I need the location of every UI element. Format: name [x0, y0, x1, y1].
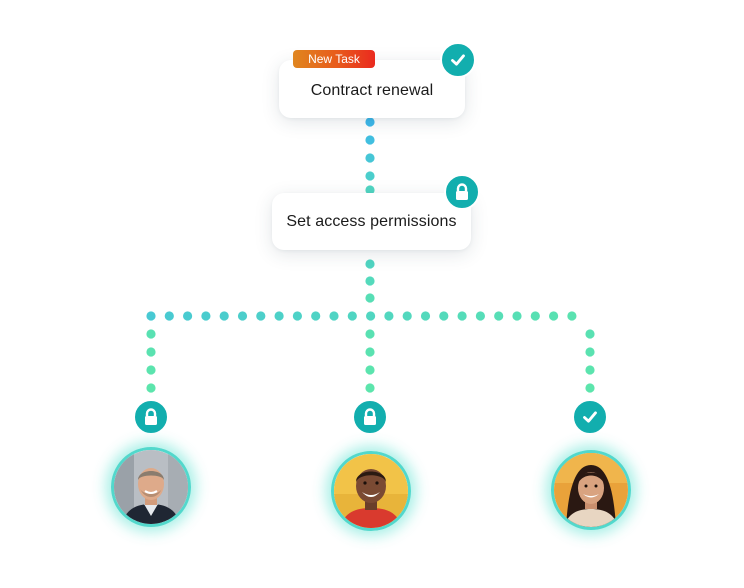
connector-dot	[292, 311, 302, 321]
connector-dot	[164, 311, 174, 321]
connector-dot	[457, 311, 467, 321]
connector-dot	[585, 347, 595, 357]
connector-dot	[365, 185, 375, 195]
step-card-set-access-permissions[interactable]: Set access permissions	[272, 193, 471, 250]
connector-dot	[146, 347, 156, 357]
connector-dot	[183, 311, 193, 321]
connector-dot	[274, 311, 284, 321]
connector-dot	[329, 311, 339, 321]
connector-dot	[201, 311, 211, 321]
connector-dot	[365, 365, 375, 375]
connector-dot	[567, 311, 577, 321]
connector-dot	[219, 311, 229, 321]
connector-dot	[420, 311, 431, 321]
new-task-tag: New Task	[293, 50, 375, 68]
connector-dot	[585, 329, 595, 339]
connector-dot	[365, 117, 375, 127]
connector-dot	[384, 311, 394, 321]
connector-dot	[530, 311, 540, 321]
step-title: Set access permissions	[286, 212, 457, 230]
connector-dot	[311, 311, 321, 321]
connector-dot	[439, 311, 449, 321]
connector-dot	[146, 365, 156, 375]
lock-icon	[444, 174, 480, 210]
lock-icon	[133, 399, 169, 435]
connector-dot	[237, 311, 248, 321]
connector-dot	[366, 311, 376, 321]
connector-dot	[365, 293, 375, 303]
connector-dot	[365, 153, 375, 163]
connector-dot	[347, 311, 357, 321]
connector-dot	[512, 311, 522, 321]
connector-dot	[585, 383, 595, 393]
avatar-assignee-1[interactable]	[111, 447, 191, 527]
connector-dot	[146, 329, 156, 339]
connector-dot	[365, 259, 375, 269]
connector-dot	[365, 383, 375, 393]
connector-dot	[365, 276, 375, 286]
connector-dot	[365, 329, 375, 339]
check-icon	[440, 42, 476, 78]
connector-dot	[475, 311, 485, 321]
lock-icon	[352, 399, 388, 435]
check-icon	[572, 399, 608, 435]
connector-dot	[494, 311, 504, 321]
connector-dot	[365, 135, 375, 145]
connector-dot	[585, 365, 595, 375]
connector-dot	[146, 311, 156, 321]
task-card-contract-renewal[interactable]: Contract renewal	[279, 60, 465, 118]
avatar-assignee-3[interactable]	[551, 450, 631, 530]
connector-dot	[549, 311, 559, 321]
connector-dot	[365, 171, 375, 181]
avatar-assignee-2[interactable]	[331, 451, 411, 531]
connector-dot	[365, 347, 375, 357]
task-title: Contract renewal	[310, 82, 434, 99]
connector-dot	[146, 383, 156, 393]
connector-dot	[402, 311, 412, 321]
connector-dot	[256, 311, 266, 321]
